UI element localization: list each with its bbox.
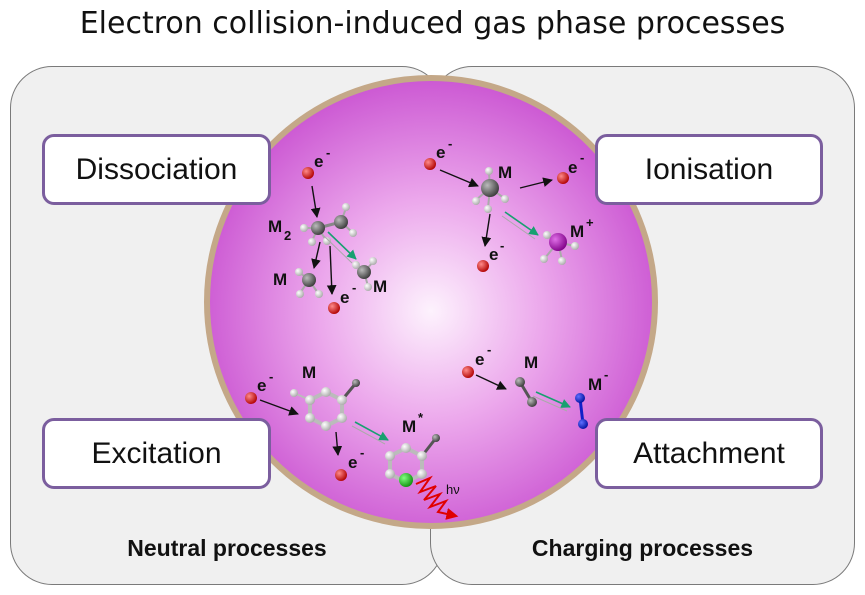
cation-charge: +	[586, 215, 594, 230]
electron	[302, 167, 314, 179]
electron-label: e	[314, 152, 323, 171]
dissociation-scene: e - M 2	[268, 145, 387, 314]
excited-atom	[399, 473, 413, 487]
electron-charge: -	[448, 136, 452, 151]
excited-molecule-label: M	[402, 417, 416, 436]
neutral-processes-label: Neutral processes	[127, 535, 327, 561]
electron-charge: -	[360, 445, 364, 460]
fragment-label: M	[273, 270, 287, 289]
electron-label: e	[436, 143, 445, 162]
ring-molecule	[290, 379, 360, 431]
electron-charge: -	[580, 150, 584, 165]
dimer-label: M	[268, 217, 282, 236]
electron	[557, 172, 569, 184]
photon-wave	[415, 475, 459, 520]
excited-ring-molecule	[385, 434, 440, 487]
methane-molecule	[472, 167, 509, 213]
electron-label: e	[475, 350, 484, 369]
dimer-subscript: 2	[284, 228, 291, 243]
excitation-scene: e - M e -	[245, 363, 460, 520]
fragment-molecule	[295, 268, 323, 298]
electron	[477, 260, 489, 272]
electron	[335, 469, 347, 481]
photon-label: hν	[446, 482, 460, 497]
dissociation-box: Dissociation	[42, 134, 271, 205]
electron	[462, 366, 474, 378]
ionisation-box: Ionisation	[595, 134, 823, 205]
attachment-box: Attachment	[595, 418, 823, 489]
anion-charge: -	[604, 367, 608, 382]
electron-label: e	[257, 376, 266, 395]
electron-charge: -	[487, 342, 491, 357]
charging-processes-label: Charging processes	[531, 535, 754, 561]
electron-charge: -	[500, 238, 504, 253]
molecule-label: M	[302, 363, 316, 382]
fragment-molecule	[352, 257, 377, 291]
electron	[245, 392, 257, 404]
electron-label: e	[348, 453, 357, 472]
ionisation-scene: e - M e - e -	[424, 136, 594, 272]
excited-marker: *	[418, 410, 424, 425]
diatomic-molecule	[515, 377, 537, 407]
electron-charge: -	[326, 145, 330, 160]
molecule-label: M	[498, 163, 512, 182]
collision-sphere	[204, 75, 658, 529]
electron-charge: -	[269, 369, 273, 384]
electron-label: e	[489, 245, 498, 264]
electron-label: e	[340, 288, 349, 307]
cation-molecule	[540, 231, 579, 265]
fragment-label: M	[373, 277, 387, 296]
diagram-title: Electron collision-induced gas phase pro…	[79, 6, 786, 41]
anion-molecule	[575, 393, 588, 429]
dimer-molecule	[300, 203, 357, 246]
molecule-label: M	[524, 353, 538, 372]
attachment-scene: e - M M -	[462, 342, 608, 429]
anion-label: M	[588, 375, 602, 394]
cation-label: M	[570, 222, 584, 241]
electron-charge: -	[352, 280, 356, 295]
electron	[424, 158, 436, 170]
electron	[328, 302, 340, 314]
electron-label: e	[568, 158, 577, 177]
excitation-box: Excitation	[42, 418, 271, 489]
